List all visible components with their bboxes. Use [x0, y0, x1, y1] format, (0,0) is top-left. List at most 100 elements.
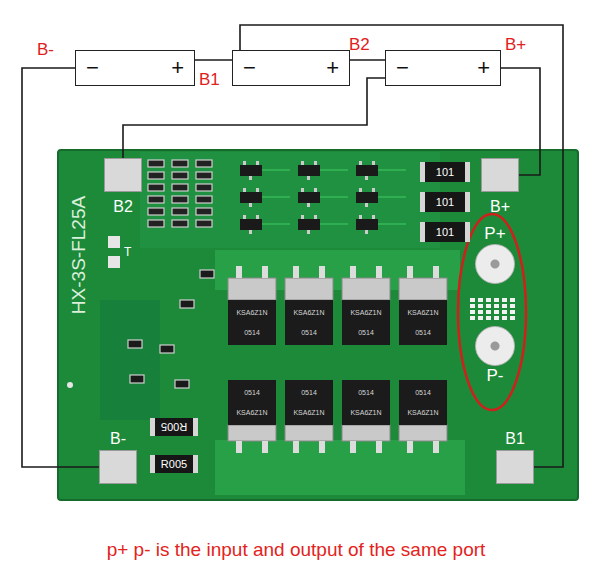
mosfet-pin — [293, 441, 299, 453]
mosfet-pin — [319, 266, 325, 278]
label-text: 0514 — [358, 389, 374, 396]
sot23-ic — [240, 219, 262, 230]
smd-resistor — [148, 208, 164, 215]
wire — [240, 25, 563, 467]
solder-pad-square — [481, 158, 519, 192]
solder-pad: B1 — [495, 430, 535, 484]
mosfet-pin — [376, 441, 382, 453]
smd-resistor — [196, 208, 212, 215]
label-text: + — [171, 55, 184, 81]
label-text: 0514 — [415, 389, 431, 396]
test-point-label: T — [124, 245, 131, 259]
label-text: + — [326, 55, 339, 81]
label-text: B- — [110, 430, 126, 448]
via-pad — [502, 304, 507, 308]
via-pad — [470, 298, 475, 302]
label-text: 0514 — [244, 329, 260, 336]
wire-label: B- — [37, 40, 54, 60]
resistor-symbol: 101 — [420, 162, 470, 182]
smd-resistor — [196, 172, 212, 179]
ic-pin — [372, 215, 375, 219]
trace — [378, 196, 406, 198]
via-pad — [486, 304, 491, 308]
sot23-ic — [356, 165, 378, 176]
mosfet: 0514KSA6Z1N — [399, 380, 447, 425]
ic-pin — [256, 161, 259, 165]
via-pad — [510, 316, 515, 320]
label-text: 0514 — [415, 329, 431, 336]
label-text: KSA6Z1N — [350, 309, 381, 316]
ic-pin — [365, 176, 368, 180]
ic-pin — [372, 188, 375, 192]
trace — [262, 196, 290, 198]
smd-part — [200, 270, 214, 278]
via-pad — [486, 316, 491, 320]
via-pad — [470, 310, 475, 314]
label-text: − — [396, 55, 409, 81]
terminal-pad — [475, 326, 515, 366]
ic-pin — [314, 188, 317, 192]
wire — [123, 78, 385, 158]
battery-cell: −+ — [385, 50, 501, 86]
label-text: P- — [487, 366, 504, 386]
highlight-ellipse — [458, 214, 526, 410]
resistor-symbol: 101 — [420, 192, 470, 212]
ic-pin — [307, 203, 310, 207]
mosfet-pin — [236, 266, 242, 278]
via-pad — [494, 316, 499, 320]
ic-pin — [249, 203, 252, 207]
label-text: 0514 — [301, 389, 317, 396]
trace — [320, 196, 348, 198]
sot23-ic — [356, 192, 378, 203]
solder-pad: B+ — [480, 158, 520, 216]
smd-resistor — [172, 220, 188, 227]
ic-pin — [249, 230, 252, 234]
smd-resistor — [196, 220, 212, 227]
smd-part — [160, 345, 174, 353]
ic-pin — [243, 161, 246, 165]
ic-pin — [365, 230, 368, 234]
mosfet-tab — [342, 425, 390, 441]
mosfet-pin — [236, 441, 242, 453]
output-terminal: P- — [468, 326, 522, 386]
mosfet: KSA6Z1N0514 — [228, 300, 276, 345]
trace — [262, 169, 290, 171]
label-text: − — [243, 55, 256, 81]
mosfet-pin — [433, 441, 439, 453]
ic-pin — [256, 215, 259, 219]
sot23-ic — [240, 165, 262, 176]
via-pad — [478, 316, 483, 320]
via-pad — [478, 310, 483, 314]
terminal-pad — [475, 244, 515, 284]
ic-pin — [243, 215, 246, 219]
mosfet-pin — [262, 441, 268, 453]
label-text: R005 — [161, 458, 187, 470]
mosfet-tab — [399, 278, 447, 300]
mosfet-pin — [262, 266, 268, 278]
mosfet-pin — [293, 266, 299, 278]
test-pad — [108, 236, 120, 248]
resistor-symbol: R005 — [150, 418, 198, 436]
smd-resistor — [196, 184, 212, 191]
label-text: KSA6Z1N — [350, 409, 381, 416]
ic-pin — [307, 230, 310, 234]
mosfet: 0514KSA6Z1N — [285, 380, 333, 425]
via-pad — [502, 316, 507, 320]
label-text: 0514 — [358, 329, 374, 336]
trace — [378, 169, 406, 171]
test-pad — [108, 256, 120, 268]
label-text: P+ — [484, 224, 505, 244]
via-pad — [502, 310, 507, 314]
ic-pin — [307, 176, 310, 180]
via-pad — [502, 298, 507, 302]
mosfet: 0514KSA6Z1N — [342, 380, 390, 425]
ic-pin — [249, 176, 252, 180]
ic-pin — [301, 215, 304, 219]
via-pad — [486, 310, 491, 314]
sot23-ic — [298, 165, 320, 176]
label-text: R005 — [161, 421, 187, 433]
mosfet: KSA6Z1N0514 — [285, 300, 333, 345]
mosfet-tab — [228, 278, 276, 300]
mosfet-pin — [407, 266, 413, 278]
output-terminal: P+ — [468, 224, 522, 284]
